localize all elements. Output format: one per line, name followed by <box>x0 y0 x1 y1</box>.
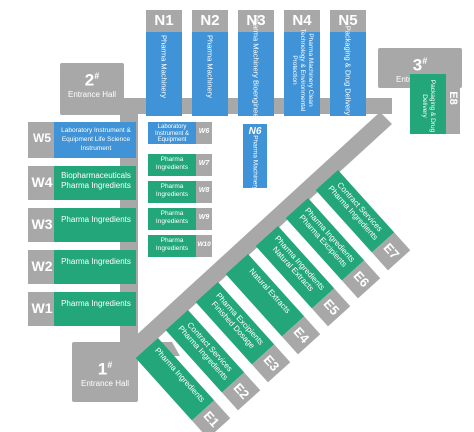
hall-n1[interactable]: N1 Pharma Machinery <box>146 10 182 116</box>
hall-n1-code: N1 <box>154 12 174 29</box>
hall-w7-label: Pharma Ingredients <box>155 156 189 171</box>
hall-n2[interactable]: N2 Pharma Machinery <box>192 10 228 116</box>
entrance-hall-1-number: 1 <box>97 359 108 379</box>
hall-w7-code: W7 <box>198 160 210 167</box>
corridor-diagonal <box>120 112 392 362</box>
hall-w10[interactable]: Pharma Ingredients W10 <box>148 235 212 257</box>
hall-w9-label: Pharma Ingredients <box>155 210 189 225</box>
entrance-hall-1-label: Entrance Hall <box>80 378 130 388</box>
hall-n6-code: N6 <box>248 126 262 137</box>
hall-n4[interactable]: N4 Pharma Machinery Clean Technology & E… <box>284 10 320 116</box>
hall-w8-code: W8 <box>198 187 210 194</box>
hall-w6[interactable]: Laboratory Instrument & Equipment W6 <box>148 122 212 144</box>
hall-w2[interactable]: W2 Pharma Ingredients <box>28 250 136 284</box>
hall-n5[interactable]: N5 Packaging & Drug Delivery <box>330 10 366 116</box>
hall-w4-label: Biopharmaceuticals Pharma Ingredients <box>61 171 131 190</box>
hall-w1-label: Pharma Ingredients <box>61 299 131 308</box>
hall-n5-label: Packaging & Drug Delivery <box>343 25 353 116</box>
hall-e8-label: Packaging & Drug Delivery <box>421 79 436 133</box>
hall-w5[interactable]: W5 Laboratory Instrument & Equipment Lif… <box>28 122 136 158</box>
hall-w8[interactable]: Pharma Ingredients W8 <box>148 181 212 203</box>
hall-w5-label: Laboratory Instrument & Equipment Life S… <box>61 127 131 152</box>
entrance-hall-3-sup: # <box>422 56 428 66</box>
entrance-hall-3-number: 3 <box>412 55 423 75</box>
hall-n2-code: N2 <box>200 12 220 29</box>
hall-w3-label: Pharma Ingredients <box>61 215 131 224</box>
hall-w6-code: W6 <box>198 128 210 135</box>
entrance-hall-1[interactable]: 1# Entrance Hall <box>72 342 138 402</box>
hall-n6-label: Pharma Machinery <box>251 135 259 188</box>
hall-e8[interactable]: Packaging & Drug Delivery E8 <box>410 74 460 134</box>
hall-w1[interactable]: W1 Pharma Ingredients <box>28 292 136 326</box>
hall-w4-code: W4 <box>31 174 53 190</box>
entrance-hall-1-sup: # <box>107 360 113 370</box>
hall-w3[interactable]: W3 Pharma Ingredients <box>28 208 136 242</box>
hall-n6[interactable]: N6 Pharma Machinery <box>243 124 267 188</box>
hall-w10-label: Pharma Ingredients <box>155 237 189 252</box>
hall-n1-label: Pharma Machinery <box>159 35 169 98</box>
hall-n3-code: N3 <box>246 12 266 29</box>
hall-w4[interactable]: W4 Biopharmaceuticals Pharma Ingredients <box>28 166 136 200</box>
hall-n3[interactable]: N3 Pharma Machinery Bioengineering <box>238 10 274 116</box>
hall-w2-label: Pharma Ingredients <box>61 257 131 266</box>
hall-w1-code: W1 <box>31 300 53 316</box>
hall-w10-code: W10 <box>197 241 211 248</box>
entrance-hall-2-number: 2 <box>84 70 95 90</box>
hall-n3-label: Pharma Machinery Bioengineering <box>251 14 261 116</box>
hall-n5-code: N5 <box>338 12 358 29</box>
hall-n4-code: N4 <box>292 12 312 29</box>
hall-w9[interactable]: Pharma Ingredients W9 <box>148 208 212 230</box>
hall-n4-label: Pharma Machinery Clean Technology & Envi… <box>291 28 314 112</box>
hall-e8-code: E8 <box>447 91 459 105</box>
hall-w8-label: Pharma Ingredients <box>155 183 189 198</box>
entrance-hall-2[interactable]: 2# Entrance Hall <box>60 63 124 115</box>
entrance-hall-2-sup: # <box>94 71 100 81</box>
hall-w5-code: W5 <box>33 131 51 145</box>
hall-n2-label: Pharma Machinery <box>205 35 215 98</box>
hall-w6-label: Laboratory Instrument & Equipment <box>154 124 189 143</box>
entrance-hall-2-label: Entrance Hall <box>67 89 117 99</box>
hall-w7[interactable]: Pharma Ingredients W7 <box>148 154 212 176</box>
hall-w2-code: W2 <box>31 258 53 274</box>
hall-w3-code: W3 <box>31 216 53 232</box>
hall-w9-code: W9 <box>198 214 210 221</box>
